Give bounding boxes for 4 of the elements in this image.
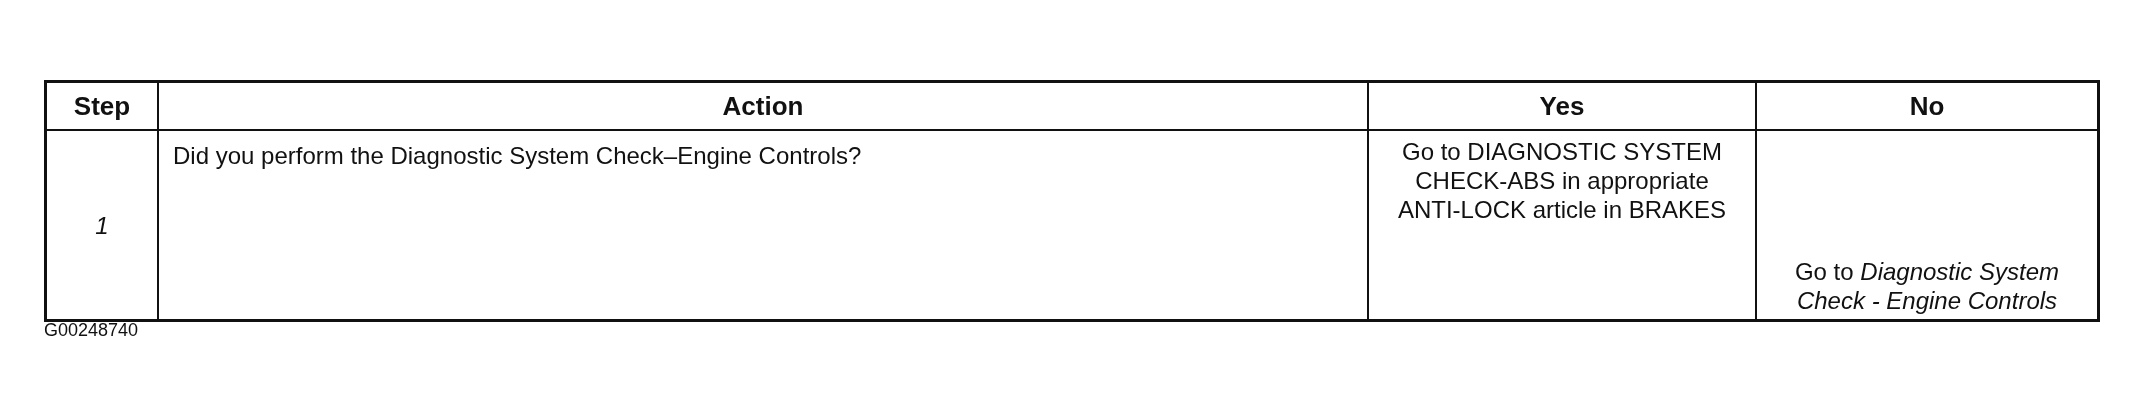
column-header-cell: Action (158, 81, 1368, 130)
figure-code: G00248740 (44, 320, 139, 341)
column-header-cell: Step (45, 81, 158, 130)
column-header-cell: Yes (1368, 81, 1756, 130)
